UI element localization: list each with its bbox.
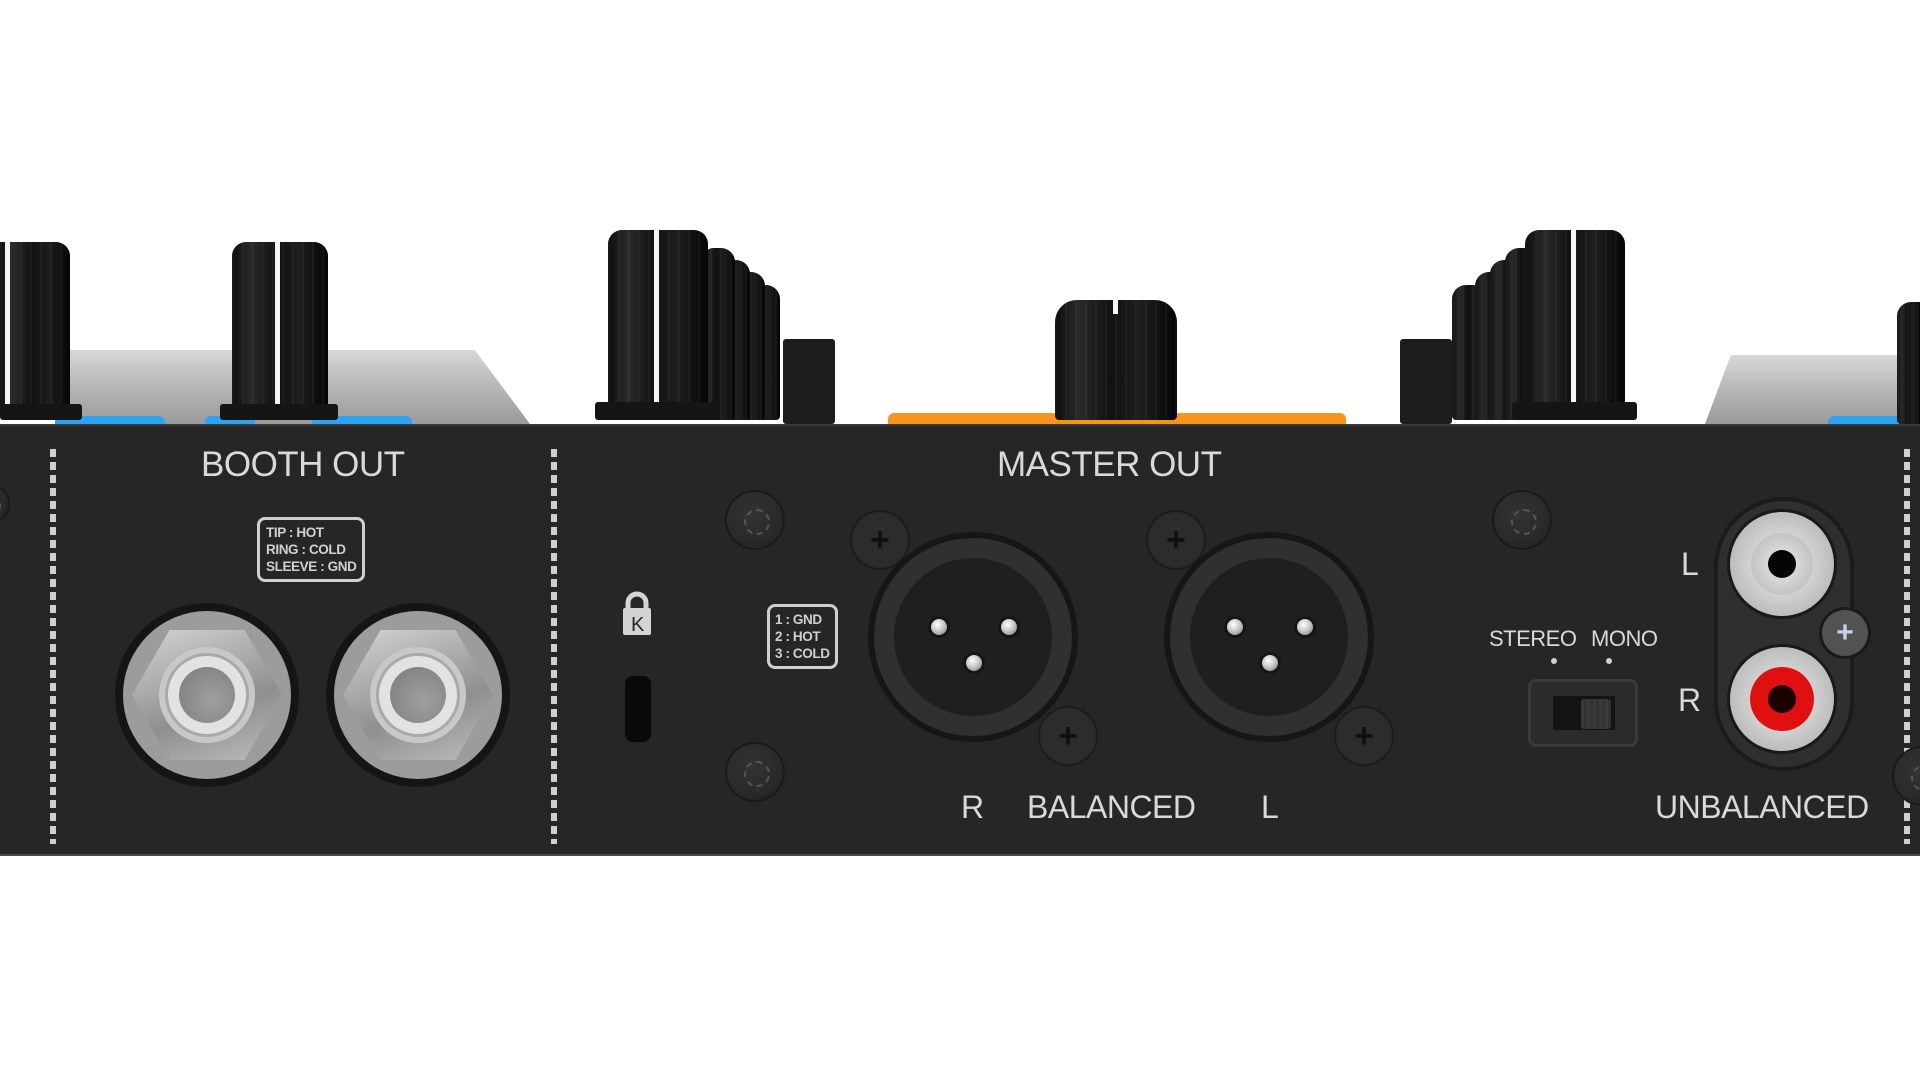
- panel-screw: [1494, 492, 1550, 548]
- trs-pin-legend: TIP : HOT RING : COLD SLEEVE : GND: [257, 517, 366, 582]
- rca-right-label: R: [1678, 682, 1701, 718]
- balanced-left-channel-label: L: [1261, 789, 1279, 825]
- knob-gain-right[interactable]: [1525, 230, 1625, 405]
- right-jog-wheel: [1705, 355, 1920, 424]
- knob-base: [0, 404, 82, 420]
- xlr-mount-screw-icon: +: [1336, 708, 1392, 764]
- knob-base: [595, 402, 720, 420]
- xlr-pin: [1297, 619, 1313, 635]
- legend-line: 3 : COLD: [775, 646, 830, 661]
- legend-line: SLEEVE : GND: [266, 559, 357, 574]
- xlr-pin-legend: 1 : GND 2 : HOT 3 : COLD: [767, 604, 838, 669]
- booth-out-heading: BOOTH OUT: [201, 445, 405, 484]
- xlr-mount-screw-icon: +: [1040, 708, 1096, 764]
- panel-screw: [0, 486, 8, 522]
- xlr-pin: [1262, 655, 1278, 671]
- xlr-pin: [931, 619, 947, 635]
- panel-screw: [727, 744, 783, 800]
- blue-indicator: [1828, 416, 1920, 424]
- section-divider: [50, 449, 56, 844]
- section-divider: [1904, 449, 1910, 844]
- rca-output-left[interactable]: [1730, 512, 1834, 616]
- fader-housing: [783, 339, 835, 424]
- knob-base: [220, 404, 338, 420]
- xlr-pin: [1001, 619, 1017, 635]
- legend-line: 1 : GND: [775, 612, 822, 627]
- phillips-screw-icon: +: [1822, 610, 1868, 656]
- svg-text:K: K: [631, 614, 645, 636]
- panel-screw: [727, 492, 783, 548]
- blue-indicator: [312, 416, 412, 424]
- blue-indicator: [205, 416, 255, 424]
- legend-line: 2 : HOT: [775, 629, 821, 644]
- knob-base: [1512, 402, 1637, 420]
- fader-housing: [1400, 339, 1452, 424]
- xlr-mount-screw-icon: +: [1148, 512, 1204, 568]
- master-out-heading: MASTER OUT: [997, 445, 1222, 484]
- section-divider: [551, 449, 557, 844]
- panel-screw: [1894, 748, 1920, 804]
- rca-left-label: L: [1681, 546, 1699, 582]
- knob-right-edge[interactable]: [1897, 302, 1920, 424]
- xlr-pin: [966, 655, 982, 671]
- booth-out-jack-1[interactable]: [115, 603, 299, 787]
- blue-indicator: [55, 416, 165, 424]
- knob-gain-left[interactable]: [608, 230, 708, 405]
- kensington-slot[interactable]: [625, 676, 651, 742]
- legend-line: TIP : HOT: [266, 525, 324, 540]
- rca-output-right[interactable]: [1730, 647, 1834, 751]
- knob-left-edge[interactable]: [0, 242, 70, 410]
- balanced-right-channel-label: R: [961, 789, 984, 825]
- xlr-mount-screw-icon: +: [852, 512, 908, 568]
- xlr-output-left[interactable]: [1164, 532, 1374, 742]
- legend-line: RING : COLD: [266, 542, 346, 557]
- kensington-lock-icon: K: [623, 591, 651, 636]
- xlr-pin: [1227, 619, 1243, 635]
- switch-thumb[interactable]: [1581, 699, 1611, 729]
- knob-booth-level[interactable]: [232, 242, 328, 410]
- stereo-label: STEREO: [1489, 626, 1577, 651]
- booth-out-jack-2[interactable]: [326, 603, 510, 787]
- balanced-label: BALANCED: [1027, 789, 1196, 825]
- knob-master-level[interactable]: [1055, 300, 1177, 420]
- stereo-mono-switch[interactable]: [1528, 679, 1638, 747]
- rear-panel: BOOTH OUT TIP : HOT RING : COLD SLEEVE :…: [0, 424, 1920, 856]
- mono-indicator-dot: [1606, 658, 1612, 664]
- stereo-indicator-dot: [1551, 658, 1557, 664]
- mono-label: MONO: [1591, 626, 1658, 651]
- xlr-output-right[interactable]: [868, 532, 1078, 742]
- unbalanced-label: UNBALANCED: [1655, 789, 1869, 825]
